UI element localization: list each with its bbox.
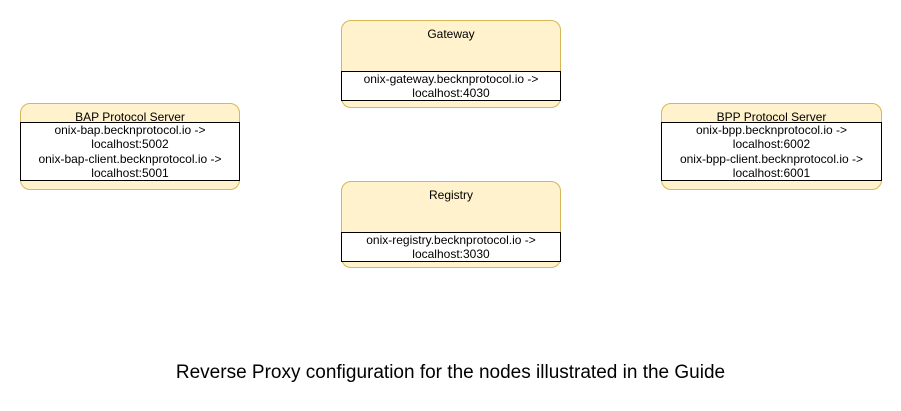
mapping-target: localhost:5002 [91,137,169,151]
mapping-host: onix-bap.becknprotocol.io -> [54,122,206,137]
node-bap-protocol-server: BAP Protocol Server onix-bap.becknprotoc… [20,103,240,190]
node-registry: Registry onix-registry.becknprotocol.io … [341,181,561,268]
mapping-target: localhost:4030 [412,86,490,100]
proxy-mapping-box: onix-registry.becknprotocol.io -> localh… [341,232,561,262]
proxy-mapping-box: onix-gateway.becknprotocol.io -> localho… [341,71,561,101]
node-title: Registry [428,188,473,202]
mapping-host: onix-gateway.becknprotocol.io -> [363,71,539,86]
mapping-host: onix-bap-client.becknprotocol.io -> [38,151,222,166]
diagram-caption: Reverse Proxy configuration for the node… [175,362,726,383]
mapping-target: localhost:5001 [91,166,169,180]
mapping-target: localhost:3030 [412,247,490,261]
proxy-mapping-box: onix-bap.becknprotocol.io -> localhost:5… [20,122,240,181]
mapping-host: onix-bpp-client.becknprotocol.io -> [679,151,864,166]
node-title: BPP Protocol Server [716,110,827,124]
node-gateway: Gateway onix-gateway.becknprotocol.io ->… [341,20,561,108]
mapping-target: localhost:6002 [732,137,811,151]
node-bpp-protocol-server: BPP Protocol Server onix-bpp.becknprotoc… [661,103,882,190]
proxy-mapping-box: onix-bpp.becknprotocol.io -> localhost:6… [661,122,882,181]
mapping-host: onix-registry.becknprotocol.io -> [366,232,536,247]
node-title: BAP Protocol Server [75,110,185,124]
mapping-target: localhost:6001 [732,166,811,180]
mapping-host: onix-bpp.becknprotocol.io -> [695,122,848,137]
node-title: Gateway [427,27,475,41]
